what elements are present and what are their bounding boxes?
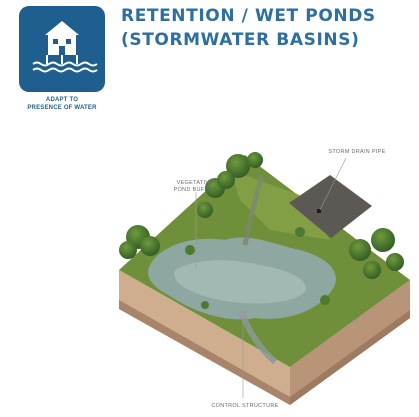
shrubs xyxy=(185,227,330,309)
soil-lower-band-right xyxy=(290,310,410,405)
parking-lot xyxy=(289,175,372,238)
adapt-badge xyxy=(19,6,105,92)
tree-cluster-left xyxy=(119,225,160,259)
badge-caption-line1: ADAPT TO xyxy=(45,97,79,103)
house-on-water-icon xyxy=(32,21,98,73)
label-pond-buffer: VEGETATIVE POND BUFFER xyxy=(160,180,230,194)
page-title: RETENTION / WET PONDS (STORMWATER BASINS… xyxy=(121,4,416,52)
tree-cluster-top xyxy=(197,152,263,218)
meadow-patch xyxy=(230,170,330,240)
label-pond-buffer-line2: POND BUFFER xyxy=(173,187,217,193)
soil-right-face xyxy=(290,280,410,405)
storm-drain-inlet xyxy=(317,209,321,213)
label-storm-drain: STORM DRAIN PIPE xyxy=(328,149,386,155)
control-structure xyxy=(239,311,247,317)
title-line-1: RETENTION / WET PONDS xyxy=(121,6,376,26)
badge-caption: ADAPT TO PRESENCE OF WATER xyxy=(10,96,114,112)
title-line-2: (STORMWATER BASINS) xyxy=(121,30,360,50)
swale-path xyxy=(242,174,265,246)
pond-shallows xyxy=(174,260,306,304)
storm-drain-leader-line xyxy=(319,157,347,211)
soil-lower-band-left xyxy=(119,300,290,405)
badge-caption-line2: PRESENCE OF WATER xyxy=(27,105,97,111)
soil-left-face xyxy=(119,270,290,405)
label-pond-buffer-line1: VEGETATIVE xyxy=(176,180,214,186)
label-control-structure: CONTROL STRUCTURE xyxy=(211,403,279,409)
outlet-channel xyxy=(240,313,278,365)
wet-pond-illustration xyxy=(119,152,410,405)
tree-cluster-right xyxy=(349,228,404,279)
